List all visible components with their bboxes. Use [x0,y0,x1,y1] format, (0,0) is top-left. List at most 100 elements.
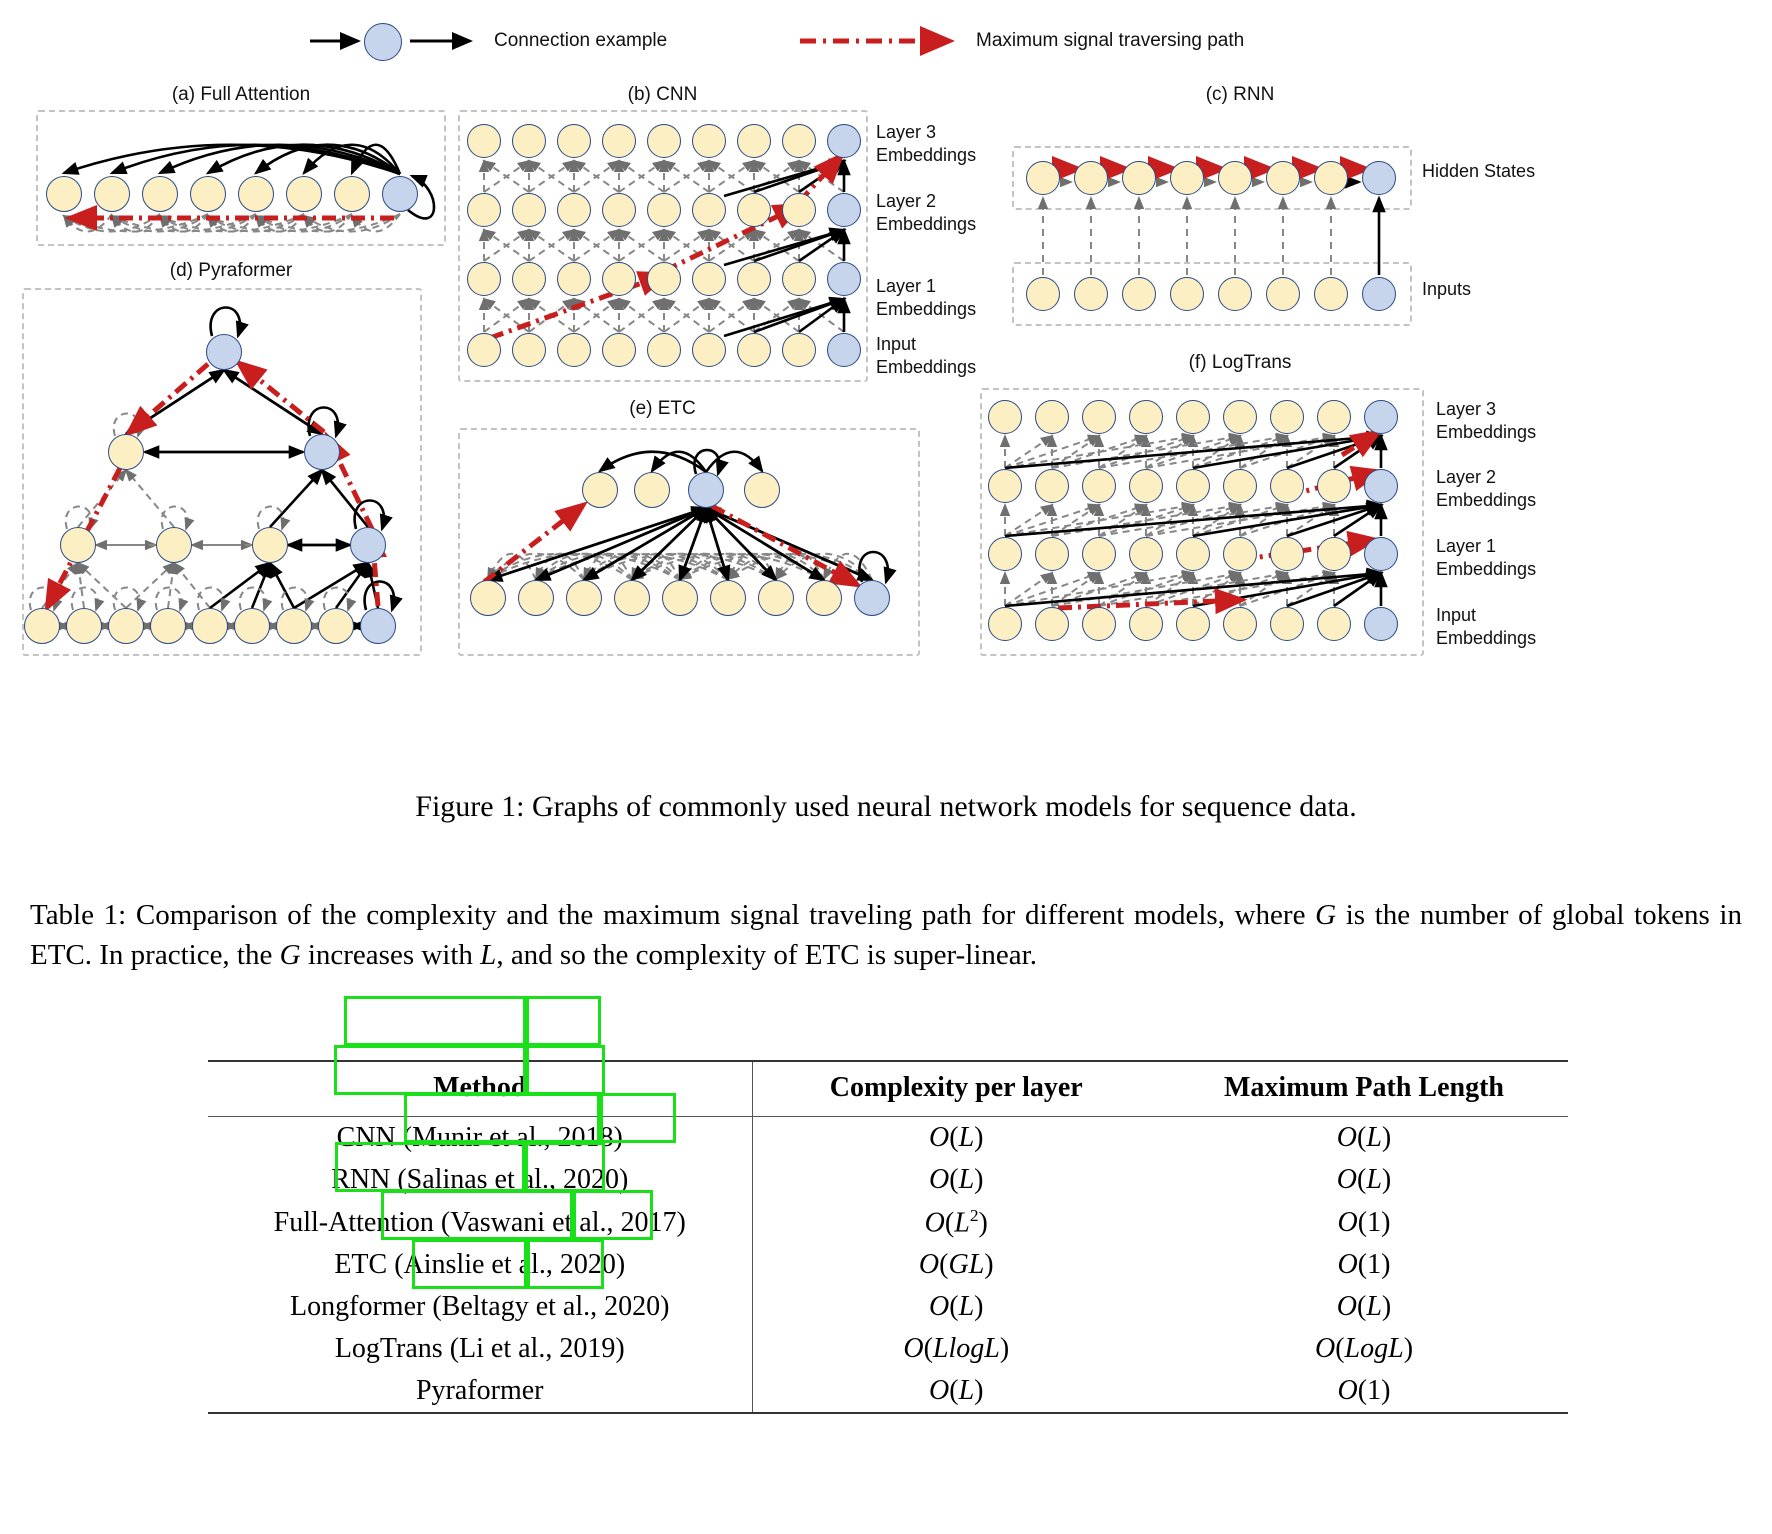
focus-node-e-global [688,472,724,508]
token-node-b-2 [782,262,816,296]
token-node-c-hidden [1026,161,1060,195]
token-node-c-input [1170,277,1204,311]
dashed-edge [1098,503,1148,537]
cite-author-vaswani[interactable] [404,1093,600,1143]
cite-author-munir[interactable] [344,996,526,1046]
solid-edge [650,450,708,474]
dashed-edge [1098,432,1289,469]
token-node-b-1 [602,193,636,227]
cite-year-2019[interactable] [527,1239,604,1289]
token-node-d [234,608,270,644]
solid-edge [334,560,370,609]
solid-edge [350,143,402,176]
dashed-edge [1098,571,1148,607]
dashed-edge [1004,569,1195,607]
panel-f-title: (f) LogTrans [1188,352,1292,373]
dashed-edge [254,213,353,233]
token-node-b-0 [602,124,636,158]
token-node-b-3 [557,333,591,367]
focus-node-f-1 [1364,469,1398,503]
table-row: LogTrans (Li et al., 2019)O(LlogL)O(LogL… [208,1328,1568,1371]
cite-author-li[interactable] [412,1239,527,1289]
token-node-b-1 [467,193,501,227]
token-node-c-hidden [1170,161,1204,195]
dashed-edge [1239,434,1289,469]
token-node-c-input [1218,277,1252,311]
token-node-f-2 [1270,537,1304,571]
solid-edge [703,506,825,582]
dashed-edge [1051,569,1242,607]
cell-method: ETC (Ainslie et al., 2020) [334,1249,626,1281]
token-node-c-input [1122,277,1156,311]
cite-year-2018[interactable] [526,996,601,1046]
dashed-edge [1145,434,1195,469]
token-node-e-bottom [566,580,602,616]
dashed-edge [663,297,711,333]
dashed-edge [1004,503,1054,537]
table-caption-part3: increases with [300,939,481,972]
cite-year-2017[interactable] [600,1093,676,1143]
focus-node-f-0 [1364,400,1398,434]
cite-year-2020a[interactable] [526,1045,605,1095]
cite-author-salinas[interactable] [334,1045,526,1095]
cell-method: Longformer (Beltagy et al., 2020) [290,1291,670,1323]
focus-node-e-bottom [854,580,890,616]
dashed-edge [206,213,305,233]
focus-node-d [350,527,386,563]
dashed-edge [1192,503,1242,537]
dashed-edge [1145,432,1336,469]
dashed-edge [663,159,711,193]
token-node-e-bottom [662,580,698,616]
dashed-edge [160,505,195,531]
token-node-f-2 [988,537,1022,571]
token-node-d [192,608,228,644]
table-row: CNN (Munir et al., 2018)O(L)O(L) [208,1116,1568,1159]
token-node-c-hidden [1074,161,1108,195]
cite-author-ainslie[interactable] [335,1142,525,1192]
cell-complexity: O(L) [751,1286,1160,1329]
dashed-edge [1004,434,1101,469]
token-node-d [156,527,192,563]
solid-edge [631,506,708,581]
cite-year-2020b[interactable] [525,1142,605,1192]
table-row: Full-Attention (Vaswani et al., 2017)O(L… [208,1201,1568,1245]
dashed-edge [573,228,621,262]
dashed-edge [534,552,729,581]
table-row: Longformer (Beltagy et al., 2020)O(L)O(L… [208,1286,1568,1329]
solid-edge [250,560,272,609]
cite-author-beltagy[interactable] [381,1190,573,1240]
cite-year-2020c[interactable] [573,1190,653,1240]
dashed-edge [582,552,777,581]
max-path-edge [662,202,806,274]
dashed-edge [1004,434,1054,469]
panel-d-title: (d) Pyraformer [169,260,293,281]
token-node-d [24,608,60,644]
dashed-edge [1145,569,1336,607]
token-node-c-input [1314,277,1348,311]
dashed-edge [1239,503,1289,537]
token-node-f-0 [1082,400,1116,434]
dashed-edge [70,586,105,612]
cell-complexity: O(LlogL) [751,1328,1160,1371]
panel-e-box [458,428,920,656]
panel-f-row-label-0: Layer 3 Embeddings [1436,399,1537,442]
token-node-e-bottom [758,580,794,616]
token-node-d [66,608,102,644]
focus-node-d [360,608,396,644]
solid-edge [1004,567,1384,608]
token-node-d [276,608,312,644]
solid-edge [583,506,709,582]
token-node-b-0 [782,124,816,158]
token-node-c-hidden [1122,161,1156,195]
cell-complexity: O(L) [751,1159,1160,1201]
legend-connection-label: Connection example [494,30,668,51]
col-header-path: Maximum Path Length [1224,1072,1504,1103]
token-node-b-1 [512,193,546,227]
token-node-e-bottom [518,580,554,616]
token-node-f-1 [1129,469,1163,503]
dashed-edge [280,586,315,612]
